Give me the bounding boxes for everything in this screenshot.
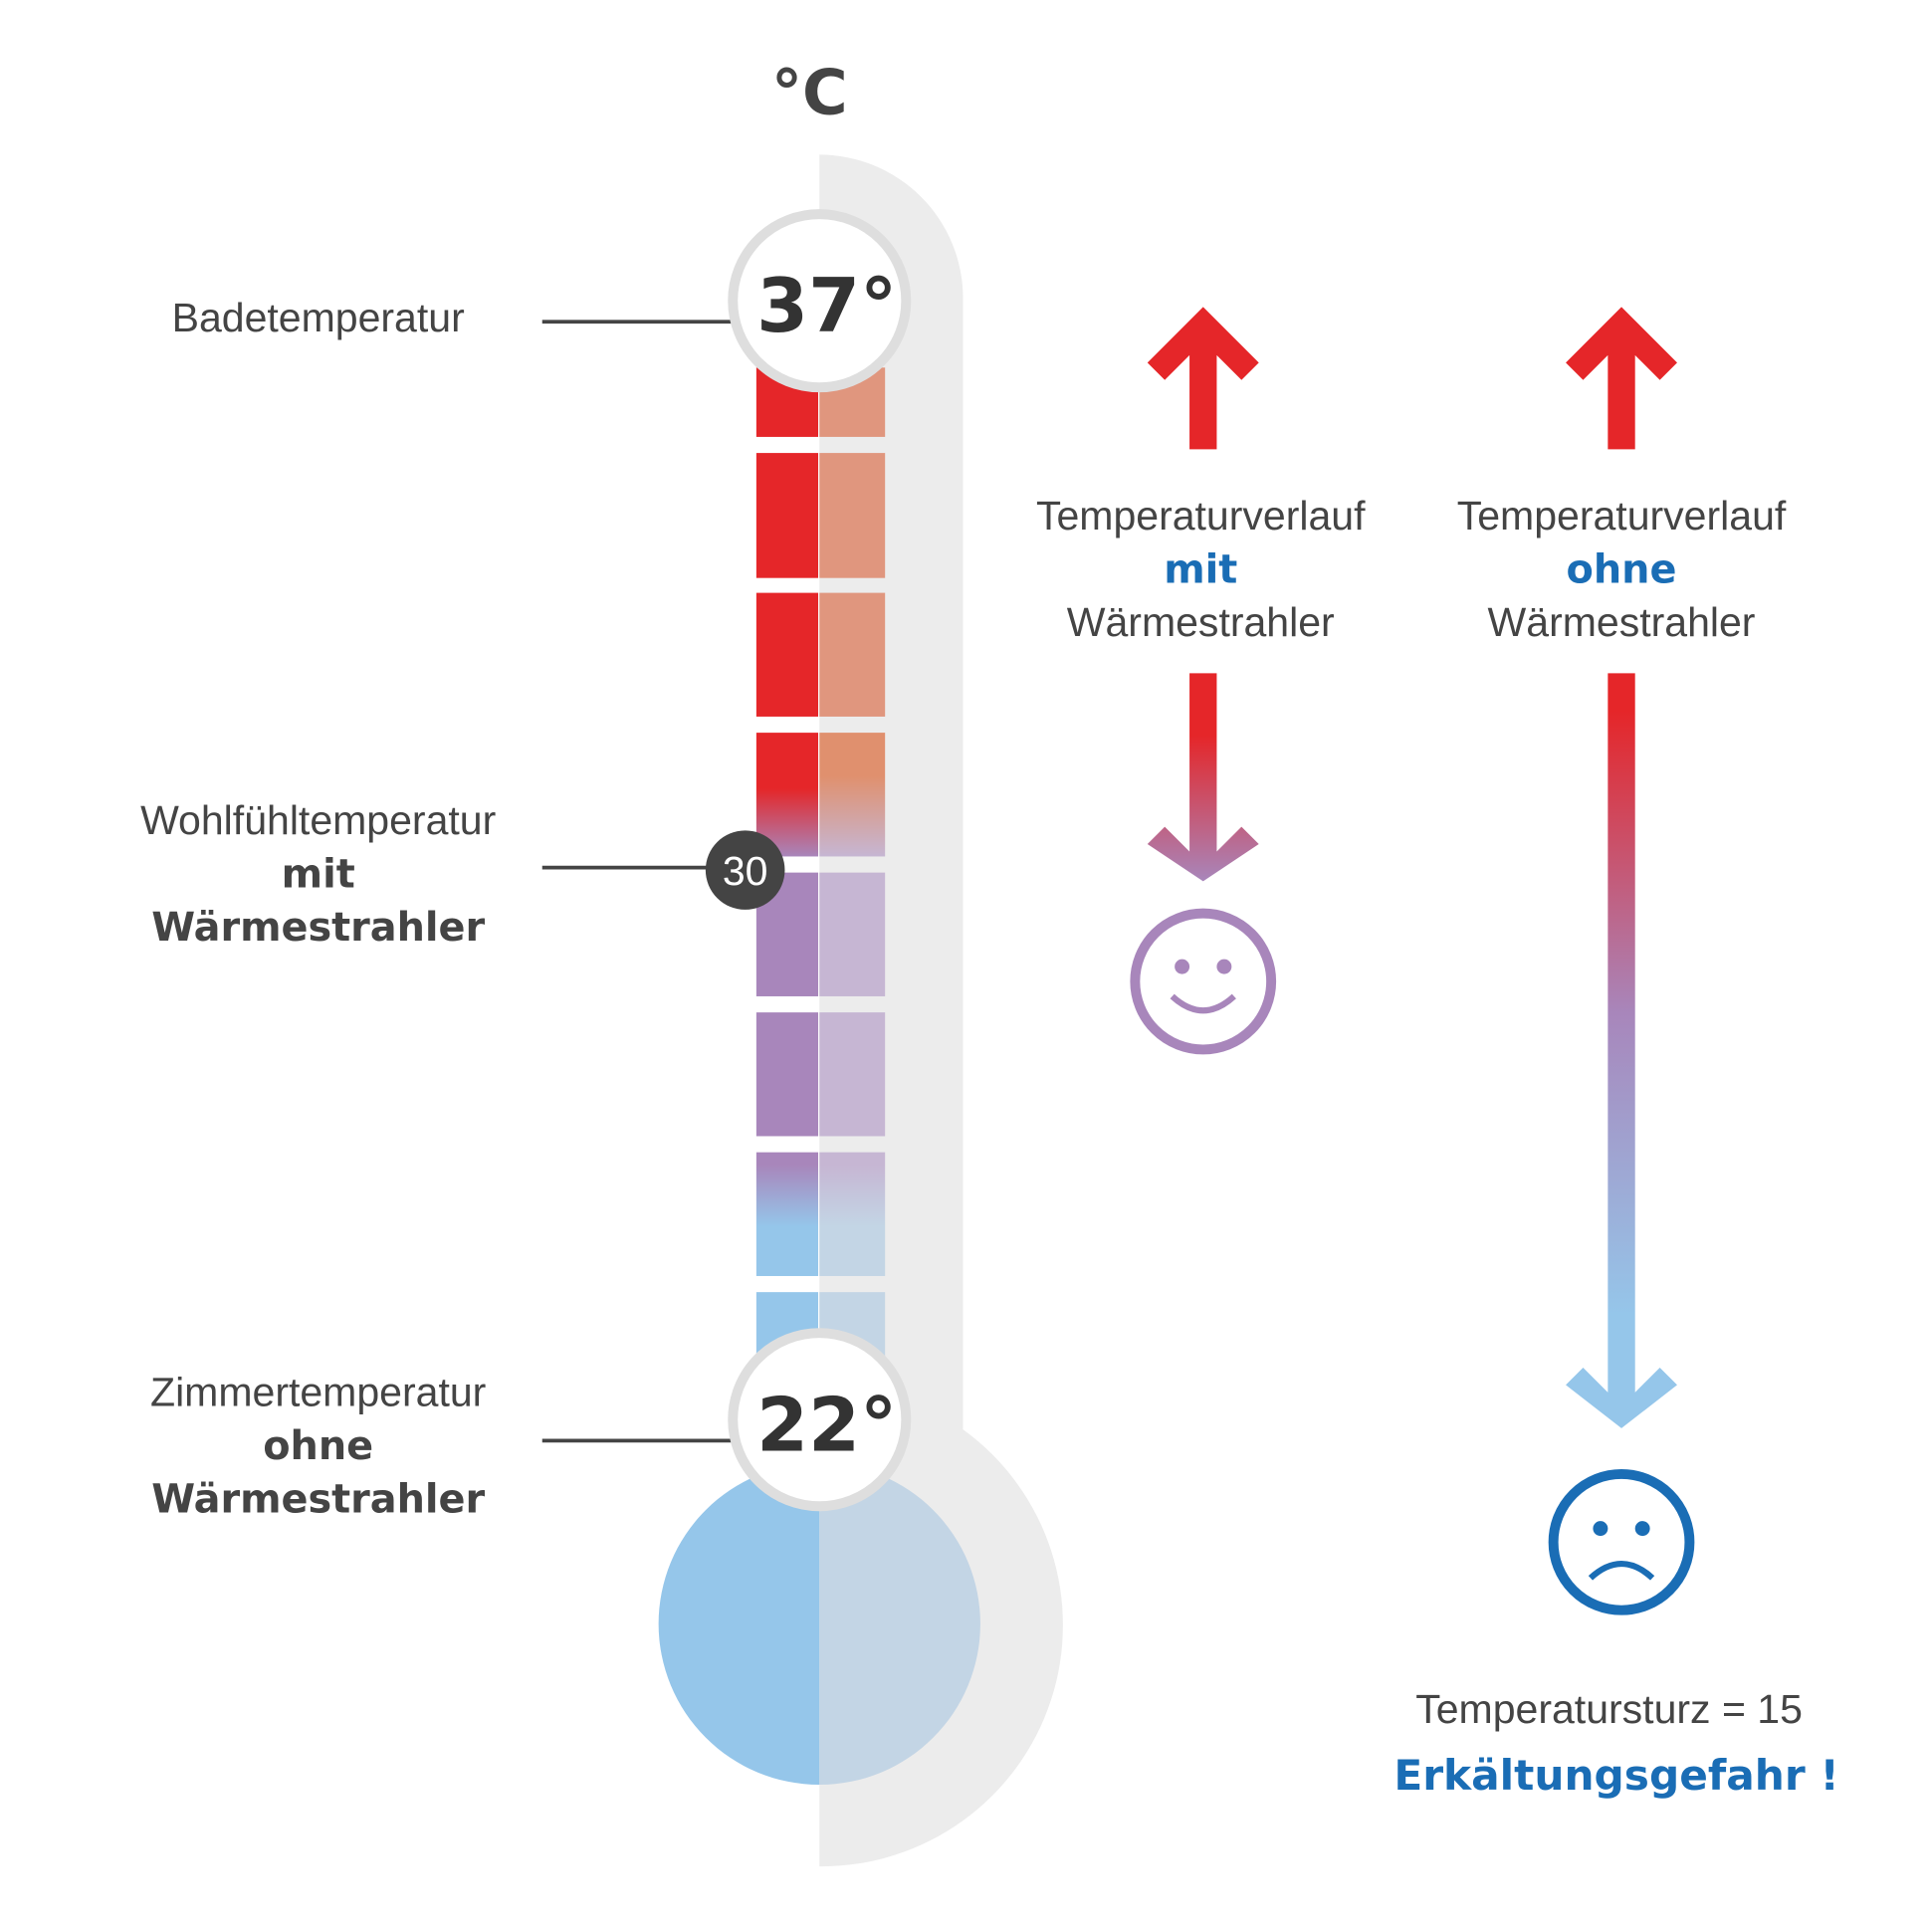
unit-label: °C [771, 56, 848, 128]
arrow-up-icon [1566, 307, 1677, 450]
without-title-1: Temperaturverlauf [1457, 493, 1787, 538]
with-title-3: Wärmestrahler [1067, 599, 1335, 645]
marker-22: 22° [728, 1328, 912, 1512]
label-comfort-1: Wohlfühltemperatur [140, 797, 496, 843]
marker-37: 37° [728, 209, 912, 393]
marker-22-text: 22° [756, 1382, 897, 1468]
arrow-up-icon [1147, 307, 1259, 450]
with-title-2: mit [1164, 547, 1237, 593]
label-room-2: ohne [263, 1423, 373, 1469]
label-bath: Badetemperatur [172, 295, 465, 340]
cold-warning-text: Erkältungsgefahr ! [1394, 1751, 1838, 1800]
label-room-3: Wärmestrahler [151, 1476, 485, 1522]
smiley-sad-icon [1548, 1468, 1695, 1615]
arrow-down-icon [1147, 673, 1259, 882]
marker-30-text: 30 [723, 848, 768, 894]
marker-37-text: 37° [756, 263, 897, 349]
with-title-1: Temperaturverlauf [1036, 493, 1366, 538]
label-comfort-2: mit [282, 852, 355, 898]
marker-30: 30 [705, 830, 785, 910]
without-title-2: ohne [1567, 547, 1677, 593]
without-title-3: Wärmestrahler [1488, 599, 1756, 645]
label-room-1: Zimmertemperatur [150, 1370, 486, 1415]
thermometer-bulb [658, 1462, 980, 1786]
arrow-down-icon [1566, 673, 1677, 1428]
label-comfort-3: Wärmestrahler [151, 905, 485, 951]
temperature-drop-text: Temperatursturz = 15 [1415, 1686, 1803, 1732]
smiley-happy-icon [1130, 908, 1277, 1055]
leader-lines [541, 320, 734, 1443]
